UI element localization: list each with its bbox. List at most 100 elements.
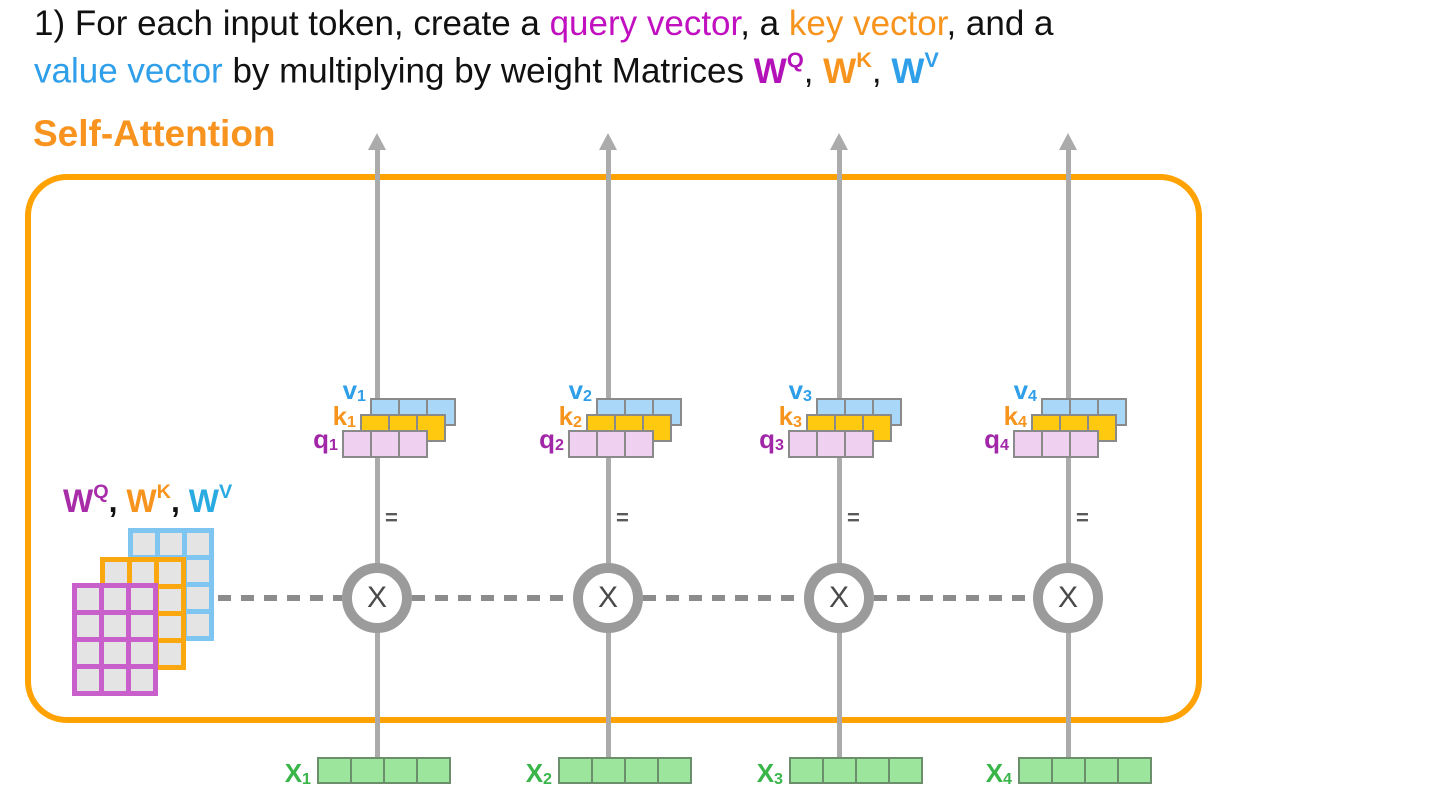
k4-label: k4 xyxy=(1003,401,1027,431)
vector-cell xyxy=(888,759,921,782)
v2-label: v2 xyxy=(568,375,592,405)
text-segment: value vector xyxy=(34,51,223,91)
self-attention-box xyxy=(25,174,1202,723)
matrix-cell xyxy=(160,533,182,555)
weight-matrices-label: WQ, WK, WV xyxy=(63,480,233,520)
vector-cell xyxy=(416,759,449,782)
superscript: Q xyxy=(93,480,109,503)
v3-label: v3 xyxy=(788,375,812,405)
vector-cell xyxy=(844,432,872,456)
vector-cell xyxy=(350,759,383,782)
vector-cell xyxy=(319,759,350,782)
matrix-cell xyxy=(159,616,181,638)
vector-cell xyxy=(1015,432,1041,456)
text-segment: WK xyxy=(126,480,171,519)
matrix-cell xyxy=(159,643,181,665)
matrix-cell xyxy=(104,588,126,610)
q4-label: q4 xyxy=(984,424,1009,454)
vector-cell xyxy=(591,759,624,782)
vector-cell xyxy=(344,432,370,456)
vector-cell xyxy=(816,432,844,456)
vector-cell xyxy=(822,759,855,782)
text-segment: , xyxy=(871,51,892,91)
vector-cell xyxy=(1084,759,1117,782)
matrix-cell xyxy=(187,587,209,609)
arrow-head-icon-2 xyxy=(599,133,617,150)
matrix-cell xyxy=(187,614,209,636)
matrix-cell xyxy=(77,615,99,637)
text-segment: WK xyxy=(823,47,872,91)
x1-label: X1 xyxy=(284,758,311,788)
x2-label: X2 xyxy=(525,758,552,788)
vector-cell xyxy=(1020,759,1051,782)
text-segment: WQ xyxy=(753,47,804,91)
vector-cell xyxy=(1117,759,1150,782)
text-segment: 1) For each input token, create a xyxy=(34,4,550,43)
multiply-circle-4: X xyxy=(1033,563,1103,633)
vector-cell xyxy=(370,432,398,456)
v1-label: v1 xyxy=(342,375,366,405)
dash-segment-4 xyxy=(874,595,1033,601)
text-segment: , a xyxy=(740,4,789,43)
multiply-circle-1: X xyxy=(342,563,412,633)
arrow-head-icon-3 xyxy=(830,133,848,150)
multiply-operator: X xyxy=(828,581,849,614)
vector-cell xyxy=(657,759,690,782)
text-segment: key vector xyxy=(788,4,947,43)
matrix-cell xyxy=(159,589,181,611)
vector-cell xyxy=(383,759,416,782)
q2-label: q2 xyxy=(539,424,564,454)
vector-cell xyxy=(790,432,816,456)
vector-cell xyxy=(1041,432,1069,456)
matrix-cell xyxy=(187,533,209,555)
matrix-cell xyxy=(131,669,153,691)
matrix-cell xyxy=(77,642,99,664)
equals-sign-3: = xyxy=(847,505,860,530)
matrix-cell xyxy=(77,669,99,691)
text-segment: , xyxy=(803,51,824,91)
vector-cell xyxy=(596,432,624,456)
x2-vector xyxy=(558,757,692,784)
k1-label: k1 xyxy=(332,401,356,431)
x4-vector xyxy=(1018,757,1152,784)
superscript: K xyxy=(856,47,872,73)
equals-sign-2: = xyxy=(616,505,629,530)
vector-cell xyxy=(1069,432,1097,456)
multiply-circle-3: X xyxy=(804,563,874,633)
superscript: V xyxy=(924,47,939,73)
superscript: V xyxy=(218,480,233,503)
q1-label: q1 xyxy=(313,424,338,454)
k3-vector xyxy=(806,414,892,442)
title-line-2: value vector by multiplying by weight Ma… xyxy=(34,47,939,92)
text-segment: by multiplying by weight Matrices xyxy=(222,51,754,91)
superscript: Q xyxy=(786,47,804,73)
x3-label: X3 xyxy=(756,758,783,788)
superscript: K xyxy=(156,480,171,503)
title-line-1: 1) For each input token, create a query … xyxy=(34,4,1054,44)
dash-segment-1 xyxy=(218,595,342,601)
matrix-cell xyxy=(131,615,153,637)
k2-label: k2 xyxy=(558,401,582,431)
text-segment: query vector xyxy=(549,4,741,43)
text-segment: WQ xyxy=(63,480,109,519)
arrow-head-icon-4 xyxy=(1059,133,1077,150)
vector-cell xyxy=(624,759,657,782)
matrix-cell xyxy=(131,588,153,610)
matrix-cell xyxy=(187,560,209,582)
q3-label: q3 xyxy=(759,424,784,454)
x4-label: X4 xyxy=(985,758,1012,788)
vector-cell xyxy=(560,759,591,782)
matrix-cell xyxy=(131,642,153,664)
text-segment: WV xyxy=(188,480,233,519)
k3-label: k3 xyxy=(778,401,802,431)
text-segment: , xyxy=(108,483,127,519)
matrix-cell xyxy=(132,562,154,584)
vector-cell xyxy=(570,432,596,456)
vector-cell xyxy=(624,432,652,456)
text-segment: WV xyxy=(891,47,939,91)
multiply-operator: X xyxy=(597,581,618,614)
matrix-cell xyxy=(133,533,155,555)
dash-segment-2 xyxy=(412,595,573,601)
equals-sign-4: = xyxy=(1076,505,1089,530)
